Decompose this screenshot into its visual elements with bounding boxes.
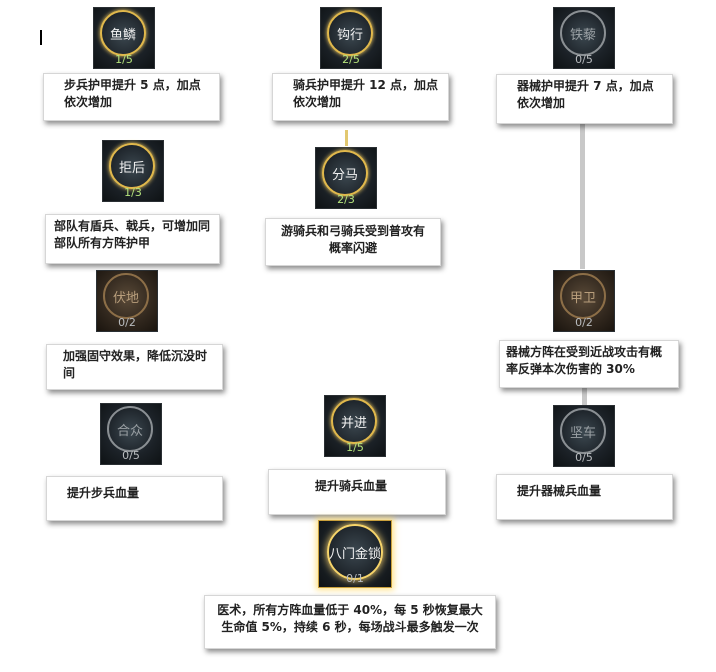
talent-ring-icon: 拒后: [109, 143, 155, 189]
talent-node-fenma[interactable]: 分马 2/3: [315, 147, 377, 209]
talent-node-juhou[interactable]: 拒后 1/3: [102, 140, 164, 202]
talent-node-gouxing[interactable]: 钩行 2/5: [320, 7, 382, 69]
talent-ring-icon: 甲卫: [560, 273, 606, 319]
talent-node-bingjin[interactable]: 并进 1/5: [324, 395, 386, 457]
talent-desc-tieli: 器械护甲提升 7 点，加点依次增加: [496, 74, 673, 124]
talent-node-fudi[interactable]: 伏地 0/2: [96, 270, 158, 332]
talent-desc-hezhong: 提升步兵血量: [46, 476, 223, 521]
talent-name: 八门金锁: [329, 546, 382, 562]
talent-node-yulin[interactable]: 鱼鳞 1/5: [93, 7, 155, 69]
talent-count: 1/5: [115, 53, 133, 66]
talent-count: 0/5: [575, 53, 593, 66]
talent-node-jianche[interactable]: 坚车 0/5: [553, 405, 615, 467]
talent-node-jiawei[interactable]: 甲卫 0/2: [553, 270, 615, 332]
talent-name: 鱼鳞: [109, 27, 136, 43]
talent-desc-bingjin: 提升骑兵血量: [268, 469, 446, 515]
talent-count: 2/3: [337, 193, 355, 206]
talent-name: 并进: [340, 415, 367, 431]
talent-desc-gouxing: 骑兵护甲提升 12 点，加点依次增加: [272, 73, 449, 121]
talent-node-tieli[interactable]: 铁藜 0/5: [553, 7, 615, 69]
talent-desc-juhou: 部队有盾兵、戟兵，可增加同部队所有方阵护甲: [45, 214, 220, 264]
talent-name: 坚车: [569, 425, 596, 441]
text-cursor: [40, 30, 42, 45]
talent-name: 拒后: [118, 160, 145, 176]
talent-count: 1/5: [346, 441, 364, 454]
talent-name: 伏地: [112, 290, 139, 306]
talent-ring-icon: 合众: [107, 406, 153, 452]
talent-count: 0/2: [118, 316, 136, 329]
talent-ring-icon: 分马: [322, 150, 368, 196]
talent-count: 0/5: [122, 449, 140, 462]
talent-ring-icon: 鱼鳞: [100, 10, 146, 56]
talent-name: 铁藜: [569, 27, 596, 43]
talent-ring-icon: 八门金锁: [327, 524, 383, 580]
talent-desc-jianche: 提升器械兵血量: [496, 474, 673, 520]
connector-line-right-top: [580, 123, 585, 269]
talent-count: 1/3: [124, 186, 142, 199]
talent-name: 钩行: [336, 27, 363, 43]
talent-count: 2/5: [342, 53, 360, 66]
talent-desc-yulin: 步兵护甲提升 5 点，加点依次增加: [43, 73, 220, 121]
talent-desc-jiawei: 器械方阵在受到近战攻击有概率反弹本次伤害的 30%: [499, 340, 679, 388]
connector-line-right-bottom: [582, 387, 587, 407]
talent-node-bamen[interactable]: 八门金锁 0/1: [318, 520, 392, 588]
talent-count: 0/2: [575, 316, 593, 329]
talent-ring-icon: 伏地: [103, 273, 149, 319]
talent-name: 分马: [331, 167, 358, 183]
talent-desc-fenma: 游骑兵和弓骑兵受到普攻有概率闪避: [265, 218, 441, 266]
talent-ring-icon: 铁藜: [560, 10, 606, 56]
talent-ring-icon: 坚车: [560, 408, 606, 454]
talent-ring-icon: 并进: [331, 398, 377, 444]
talent-node-hezhong[interactable]: 合众 0/5: [100, 403, 162, 465]
connector-line-center-top: [345, 130, 348, 146]
talent-desc-bamen: 医术，所有方阵血量低于 40%，每 5 秒恢复最大生命值 5%，持续 6 秒，每…: [204, 595, 496, 649]
talent-name: 甲卫: [569, 290, 596, 306]
talent-desc-fudi: 加强固守效果，降低沉没时间: [46, 344, 223, 390]
talent-name: 合众: [116, 423, 143, 439]
talent-count: 0/1: [346, 572, 364, 585]
talent-ring-icon: 钩行: [327, 10, 373, 56]
talent-count: 0/5: [575, 451, 593, 464]
